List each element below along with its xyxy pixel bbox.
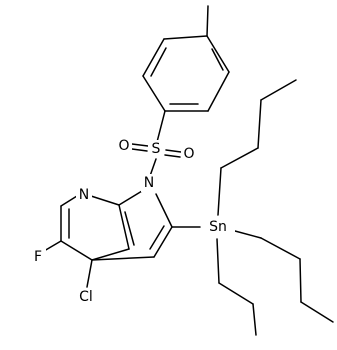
bond (124, 211, 135, 246)
bond (211, 48, 224, 71)
bond (206, 5, 209, 37)
bond (131, 148, 148, 152)
bond (118, 190, 143, 206)
bond (142, 38, 165, 77)
bond (218, 282, 254, 305)
bond (165, 149, 182, 153)
bond (299, 258, 302, 303)
bond (149, 158, 157, 177)
bond (142, 75, 166, 112)
bond (153, 226, 173, 258)
bond (164, 154, 181, 158)
pyridine-nitrogen-label: N (79, 187, 89, 203)
bond (206, 35, 230, 73)
oxygen-label: O (118, 138, 129, 154)
bond (220, 147, 259, 169)
bond (91, 248, 130, 261)
chlorine-label: Cl (79, 289, 93, 305)
bond (86, 259, 93, 288)
bond (217, 167, 222, 216)
bond (60, 195, 78, 207)
bond (260, 79, 297, 101)
oxygen-label: O (183, 146, 194, 162)
bond (150, 47, 167, 77)
bond (216, 238, 220, 284)
bond (43, 240, 62, 252)
bond (156, 110, 166, 143)
bond (155, 193, 173, 228)
atom-labels: S O O N N Sn F Cl (30, 137, 235, 306)
bond (163, 35, 208, 40)
bond (207, 71, 230, 112)
bonds (43, 5, 334, 336)
bond (90, 195, 120, 206)
bond (131, 143, 149, 147)
bond (260, 237, 301, 260)
bond (60, 240, 93, 261)
bond (118, 204, 130, 250)
pyrrole-nitrogen-label: N (144, 175, 154, 191)
bond (300, 301, 334, 323)
bond (149, 225, 165, 250)
bond (257, 99, 262, 149)
bond (91, 256, 155, 261)
sulfur-label: S (152, 141, 161, 157)
bond (234, 230, 262, 239)
fluorine-label: F (34, 249, 42, 265)
tin-label: Sn (209, 219, 227, 235)
bond (252, 303, 257, 336)
